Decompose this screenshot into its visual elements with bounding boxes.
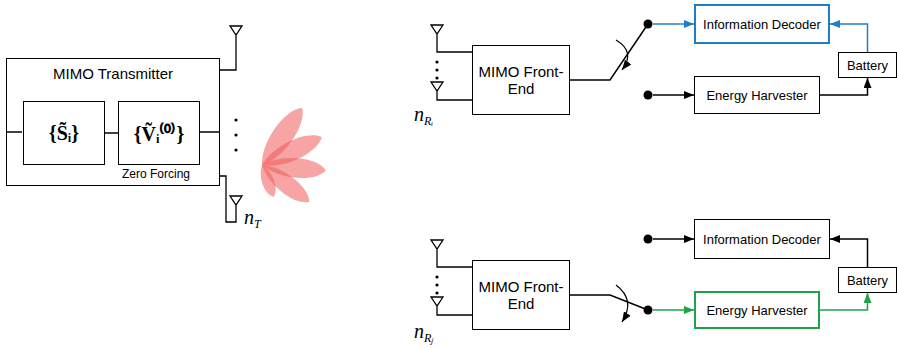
connector xyxy=(570,295,694,310)
battery-box: Battery xyxy=(838,52,897,78)
box-text: {S̃ᵢ} xyxy=(44,122,84,145)
battery-box: Battery xyxy=(838,267,897,293)
receive-antennas xyxy=(431,25,472,315)
connector-line xyxy=(570,24,648,80)
connector xyxy=(830,239,868,267)
decoder-box: Information Decoder xyxy=(694,219,830,259)
connector-line xyxy=(820,293,868,310)
connector xyxy=(820,78,868,95)
box-heading: MIMO Transmitter xyxy=(7,59,219,82)
switch-contacts xyxy=(644,20,653,315)
box-text: Energy Harvester xyxy=(701,88,812,103)
connector xyxy=(570,24,694,80)
connector-line xyxy=(105,132,118,134)
front-end-box: MIMO Front-End xyxy=(472,260,570,330)
input-wire xyxy=(6,131,22,133)
antenna-dots xyxy=(234,118,237,151)
antenna-count: nRᵢ xyxy=(414,103,433,129)
connector-line xyxy=(830,24,868,52)
harvester-box: Energy Harvester xyxy=(694,76,820,114)
box-text: Energy Harvester xyxy=(701,303,812,318)
connector-line xyxy=(830,239,868,267)
connector xyxy=(820,293,868,310)
transmitter-box: MIMO Transmitter {S̃ᵢ} {Ṽᵢ⁽⁰⁾} xyxy=(6,58,220,186)
antenna-count: nRⱼ xyxy=(414,320,433,346)
connector xyxy=(105,133,118,134)
transmit-antennas xyxy=(220,26,242,222)
box-text: Battery xyxy=(842,273,893,288)
method-label: Zero Forcing xyxy=(122,167,190,181)
antenna-count: nT xyxy=(244,206,261,232)
connector-line xyxy=(820,78,868,95)
precoder-block: {Ṽᵢ⁽⁰⁾} xyxy=(118,101,200,165)
box-text: Battery xyxy=(842,58,893,73)
connector-line xyxy=(653,309,694,311)
box-text: {Ṽᵢ⁽⁰⁾} xyxy=(129,120,190,147)
radiation-beam xyxy=(253,102,326,209)
connector-line xyxy=(570,295,648,310)
output-wire xyxy=(199,131,220,133)
antenna-dots xyxy=(435,60,438,294)
symbol-block: {S̃ᵢ} xyxy=(23,101,105,165)
harvester-box: Energy Harvester xyxy=(694,291,820,329)
open-contact-wires xyxy=(653,95,694,239)
switch-rotation-arrows xyxy=(616,40,628,322)
box-text: MIMO Front-End xyxy=(473,63,569,97)
front-end-box: MIMO Front-End xyxy=(472,45,570,115)
connector xyxy=(830,24,868,52)
box-text: Information Decoder xyxy=(698,232,826,247)
connector-line xyxy=(653,23,694,25)
box-text: MIMO Front-End xyxy=(473,278,569,312)
box-text: Information Decoder xyxy=(698,17,826,32)
decoder-box: Information Decoder xyxy=(694,4,830,44)
